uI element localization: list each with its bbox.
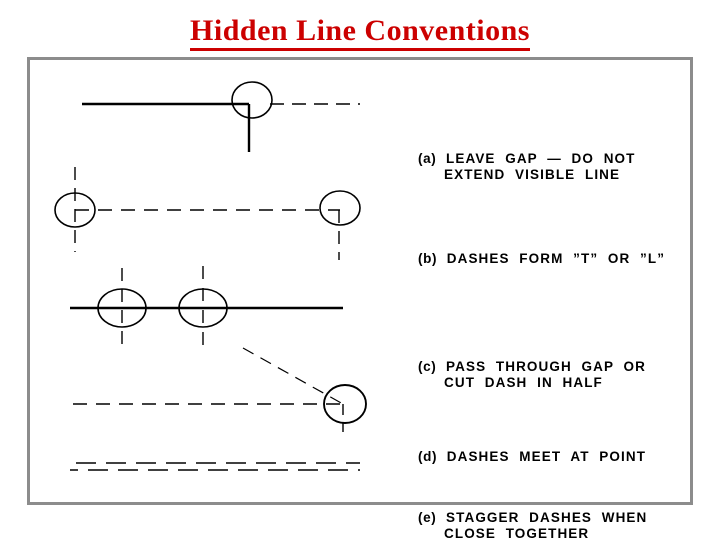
row-d-diagonal-dashed-line xyxy=(242,347,344,405)
hidden-line-conventions-diagram xyxy=(54,81,367,471)
row-b-left-highlight-circle xyxy=(54,192,96,228)
row-a-drawing xyxy=(82,81,360,152)
caption-c-index: (c) xyxy=(418,359,437,374)
page-title-text: Hidden Line Conventions xyxy=(190,14,530,51)
caption-e-index: (e) xyxy=(418,510,437,525)
caption-d-line1: DASHES MEET AT POINT xyxy=(446,449,647,464)
caption-a-index: (a) xyxy=(418,151,437,166)
row-c-drawing xyxy=(70,266,343,352)
caption-c-line1: PASS THROUGH GAP OR xyxy=(446,359,646,374)
caption-b-line1: DASHES FORM ”T” OR ”L” xyxy=(446,251,666,266)
row-d-drawing xyxy=(73,347,367,432)
caption-a-line2: EXTEND VISIBLE LINE xyxy=(444,167,621,182)
caption-e-line1: STAGGER DASHES WHEN xyxy=(446,510,648,525)
caption-b: (b) DASHES FORM ”T” OR ”L” xyxy=(418,251,665,267)
caption-c-line2: CUT DASH IN HALF xyxy=(444,375,603,390)
caption-e-line2: CLOSE TOGETHER xyxy=(444,526,590,541)
page-title: Hidden Line Conventions xyxy=(0,14,720,51)
row-b-drawing xyxy=(54,167,361,260)
row-c-first-highlight-circle xyxy=(97,288,147,328)
caption-b-index: (b) xyxy=(418,251,438,266)
caption-d-index: (d) xyxy=(418,449,438,464)
row-d-highlight-circle xyxy=(323,384,367,424)
row-c-second-highlight-circle xyxy=(178,288,228,328)
caption-d: (d) DASHES MEET AT POINT xyxy=(418,449,646,465)
row-e-drawing xyxy=(70,462,360,471)
row-b-right-highlight-circle xyxy=(319,190,361,226)
row-a-highlight-circle xyxy=(231,81,273,119)
caption-a-line1: LEAVE GAP — DO NOT xyxy=(446,151,636,166)
